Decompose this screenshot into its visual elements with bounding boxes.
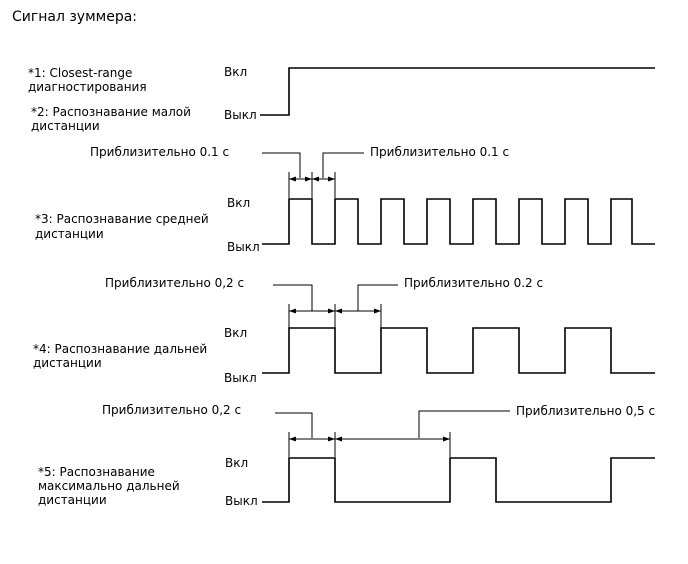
arrowhead [335,436,342,442]
arrowhead [328,176,335,182]
arrowhead [289,436,296,442]
leader-max-off [418,410,510,438]
state-on-label: Вкл [227,196,250,210]
arrowhead [328,308,335,314]
state-off-label: Выкл [225,494,258,508]
annotation-max-off-label: Приблизительно 0,5 с [516,404,655,418]
annotation-max-on-label: Приблизительно 0,2 с [102,403,241,417]
annotation-mid-on-label: Приблизительно 0.1 с [90,145,229,159]
leader-mid-off [322,152,364,178]
state-off-label: Выкл [224,108,257,122]
arrowhead [289,176,296,182]
waveform-long-range [262,327,655,374]
annotation-mid-off-label: Приблизительно 0.1 с [370,145,509,159]
row-label-max-line2: максимально дальней [38,479,180,493]
waveform-continuous [260,67,655,116]
state-on-label: Вкл [224,326,247,340]
waveform-medium-range [262,198,655,245]
arrowhead [374,308,381,314]
leader-max-on [275,412,313,438]
row-label-long-line1: *4: Распознавание дальней [33,342,207,356]
row-label-short-line1: *2: Распознавание малой [31,105,191,119]
arrowhead [289,308,296,314]
state-on-label: Вкл [225,456,248,470]
row-label-long-line2: дистанции [33,356,102,370]
row-label-max-line1: *5: Распознавание [38,465,155,479]
leader-long-on [273,284,313,311]
state-off-label: Выкл [224,371,257,385]
state-off-label: Выкл [227,240,260,254]
state-on-label: Вкл [224,65,247,79]
annotation-long-on-label: Приблизительно 0,2 с [105,276,244,290]
waveform-max-range [262,457,655,503]
row-label-short-line2: дистанции [31,119,100,133]
arrowhead [328,436,335,442]
leader-mid-on [262,152,301,178]
annotation-long-off-label: Приблизительно 0.2 с [404,276,543,290]
arrowhead [335,308,342,314]
arrowhead [443,436,450,442]
diagram-title: Сигнал зуммера: [12,9,137,25]
row-label-max-line3: дистанции [38,493,107,507]
arrowhead [305,176,312,182]
leader-long-off [357,284,398,311]
row-label-medium-line2: дистанции [35,227,104,241]
arrowhead [312,176,319,182]
row-label-closest-line2: диагностирования [28,80,147,94]
row-label-closest-line1: *1: Closest-range [28,66,132,80]
row-label-medium-line1: *3: Распознавание средней [35,212,209,226]
